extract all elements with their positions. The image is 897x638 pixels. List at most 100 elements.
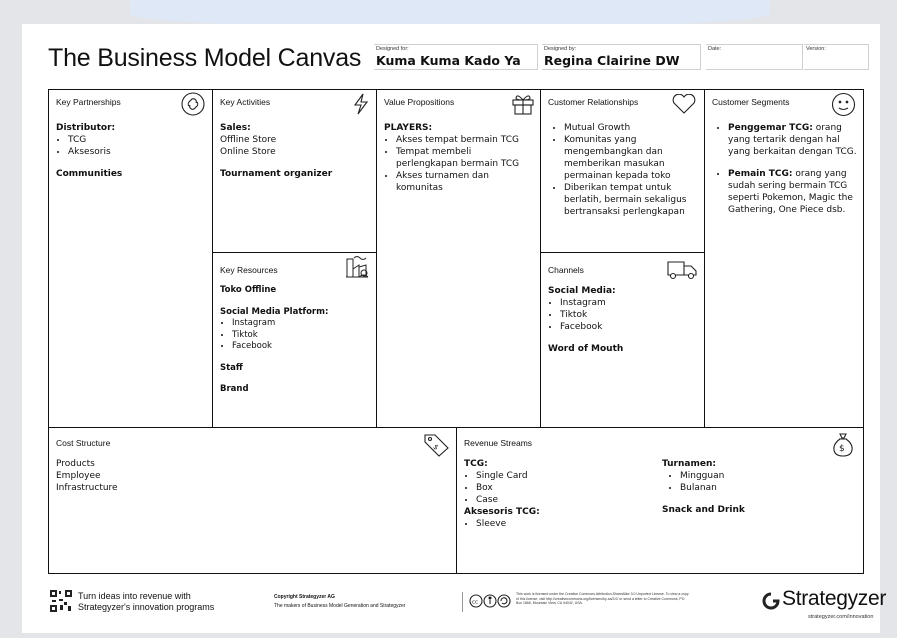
list-item: Case xyxy=(476,494,644,506)
business-model-canvas: The Business Model Canvas Designed for: … xyxy=(22,24,886,633)
aksesoris-heading: Aksesoris TCG: xyxy=(464,507,540,517)
qr-code-icon xyxy=(50,590,72,612)
canvas-grid: Key Partnerships Distributor: TCG Akseso… xyxy=(48,89,864,574)
key-partnerships-section: Key Partnerships Distributor: TCG Akseso… xyxy=(49,90,213,427)
svg-text:cc: cc xyxy=(472,600,478,606)
link-icon xyxy=(181,92,205,116)
tournament-heading: Tournament organizer xyxy=(220,169,333,179)
page-title: The Business Model Canvas xyxy=(48,44,362,72)
strategyzer-brand: Strategyzer xyxy=(782,587,887,610)
tcg-heading: TCG: xyxy=(464,459,488,469)
list-item: Mingguan xyxy=(680,470,812,482)
section-title: Key Partnerships xyxy=(56,97,121,107)
snack-heading: Snack and Drink xyxy=(662,505,745,515)
version-label: Version: xyxy=(806,46,826,52)
list-item: Penggemar TCG: orang yang tertarik denga… xyxy=(728,122,858,158)
key-partnerships-content: Distributor: TCG Aksesoris Communities xyxy=(56,122,206,180)
segment-list: Penggemar TCG: orang yang tertarik denga… xyxy=(712,122,858,216)
factory-icon xyxy=(346,256,369,278)
revenue-tcg-content: TCG: Single Card Box Case Aksesoris TCG:… xyxy=(464,458,644,530)
cost-item: Infrastructure xyxy=(56,483,118,493)
value-propositions-content: PLAYERS: Akses tempat bermain TCG Tempat… xyxy=(384,122,534,194)
section-title: Key Resources xyxy=(220,265,278,275)
designed-by-field: Designed by: Regina Clairine DW xyxy=(542,44,701,70)
list-item: Pemain TCG: orang yang sudah sering berm… xyxy=(728,168,858,216)
list-item: Tiktok xyxy=(232,330,370,342)
channels-content: Social Media: Instagram Tiktok Facebook … xyxy=(548,285,698,355)
customer-relationships-content: Mutual Growth Komunitas yang mengembangk… xyxy=(548,122,698,218)
price-tag-icon: $ xyxy=(424,434,449,457)
designed-for-label: Designed for: xyxy=(376,46,409,52)
copyright-text: Copyright Strategyzer AG xyxy=(274,594,335,600)
aksesoris-list: Sleeve xyxy=(464,518,644,530)
svg-text:$: $ xyxy=(839,444,845,454)
customer-relationships-section: Customer Relationships Mutual Growth Kom… xyxy=(541,90,705,253)
designed-by-value: Regina Clairine DW xyxy=(544,53,680,68)
revenue-streams-section: Revenue Streams $ TCG: Single Card Box C… xyxy=(457,427,863,573)
turnamen-list: Mingguan Bulanan xyxy=(662,470,812,494)
channel-list: Instagram Tiktok Facebook xyxy=(548,297,698,333)
list-item: Akses tempat bermain TCG xyxy=(396,134,534,146)
designed-for-field: Designed for: Kuma Kuma Kado Ya xyxy=(374,44,538,70)
list-item: Single Card xyxy=(476,470,644,482)
cost-structure-content: Products Employee Infrastructure xyxy=(56,458,356,494)
communities-heading: Communities xyxy=(56,169,123,179)
tcg-list: Single Card Box Case xyxy=(464,470,644,506)
designed-by-label: Designed by: xyxy=(544,46,577,52)
resource-heading: Social Media Platform: xyxy=(220,306,329,317)
date-label: Date: xyxy=(708,46,722,52)
distributor-heading: Distributor: xyxy=(56,123,116,133)
customer-segments-section: Customer Segments Penggemar TCG: orang y… xyxy=(705,90,863,427)
revenue-turnamen-content: Turnamen: Mingguan Bulanan Snack and Dri… xyxy=(662,458,812,516)
list-item: Instagram xyxy=(560,297,698,309)
resource-heading: Brand xyxy=(220,384,249,394)
money-bag-icon: $ xyxy=(833,433,853,457)
list-item: Tiktok xyxy=(560,309,698,321)
platform-list: Instagram Tiktok Facebook xyxy=(220,318,370,353)
heart-icon xyxy=(672,94,696,114)
list-item: Komunitas yang mengembangkan dan memberi… xyxy=(564,134,698,182)
section-title: Key Activities xyxy=(220,97,271,107)
background-highlight xyxy=(130,0,770,28)
footer-copyright: Copyright Strategyzer AG The makers of B… xyxy=(274,593,405,611)
list-item: Instagram xyxy=(232,318,370,330)
strategyzer-url[interactable]: strategyzer.com/innovation xyxy=(808,614,874,620)
key-activities-section: Key Activities Sales: Offline Store Onli… xyxy=(213,90,377,253)
section-title: Cost Structure xyxy=(56,438,111,448)
license-text: This work is licensed under the Creative… xyxy=(516,592,689,605)
list-item: Sleeve xyxy=(476,518,644,530)
channels-section: Channels Social Media: Instagram Tiktok … xyxy=(541,253,705,427)
sales-heading: Sales: xyxy=(220,123,251,133)
version-field: Version: xyxy=(804,44,869,70)
gift-icon xyxy=(512,95,534,115)
activity-text: Online Store xyxy=(220,147,276,157)
key-activities-content: Sales: Offline Store Online Store Tourna… xyxy=(220,122,370,180)
list-item: Facebook xyxy=(232,341,370,353)
truck-icon xyxy=(667,261,697,280)
smiley-icon xyxy=(831,92,856,117)
distributor-list: TCG Aksesoris xyxy=(56,134,206,158)
social-media-heading: Social Media: xyxy=(548,286,616,296)
svg-text:$: $ xyxy=(431,443,440,452)
resource-heading: Staff xyxy=(220,362,243,373)
word-of-mouth-heading: Word of Mouth xyxy=(548,344,624,354)
promo-line: Turn ideas into revenue with xyxy=(78,591,191,601)
list-item: Bulanan xyxy=(680,482,812,494)
relationship-list: Mutual Growth Komunitas yang mengembangk… xyxy=(548,122,698,218)
list-item: TCG xyxy=(68,134,206,146)
list-item: Akses turnamen dan komunitas xyxy=(396,170,534,194)
players-heading: PLAYERS: xyxy=(384,123,433,133)
cost-item: Employee xyxy=(56,471,101,481)
section-title: Channels xyxy=(548,265,584,275)
key-resources-content: Toko Offline Social Media Platform: Inst… xyxy=(220,285,370,396)
footer-promo: Turn ideas into revenue with Strategyzer… xyxy=(78,591,214,613)
section-title: Revenue Streams xyxy=(464,438,533,448)
value-propositions-section: Value Propositions PLAYERS: Akses tempat… xyxy=(377,90,541,427)
resource-heading: Toko Offline xyxy=(220,285,277,295)
section-title: Customer Relationships xyxy=(548,97,639,107)
cost-structure-section: Cost Structure $ Products Employee Infra… xyxy=(49,427,457,573)
date-field: Date: xyxy=(706,44,803,70)
list-item: Box xyxy=(476,482,644,494)
list-item: Mutual Growth xyxy=(564,122,698,134)
value-list: Akses tempat bermain TCG Tempat membeli … xyxy=(384,134,534,194)
